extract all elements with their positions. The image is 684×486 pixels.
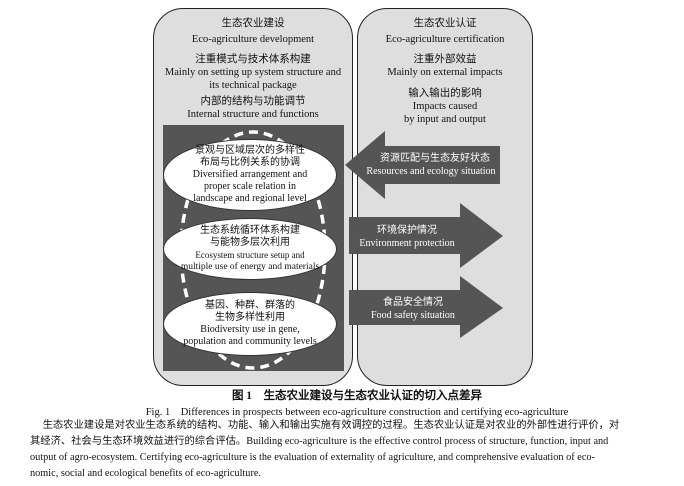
ellipse-text: population and community levels: [183, 336, 317, 347]
arrow-food-safety: [349, 276, 503, 338]
development-focus-en-2: its technical package: [209, 80, 297, 91]
caption-cn: 图 1 生态农业建设与生态农业认证的切入点差异: [231, 390, 483, 402]
ellipse-text: 与能物多层次利用: [210, 237, 290, 248]
ellipse-text: Ecosystem structure setup and: [195, 250, 305, 260]
ellipse-text: multiple use of energy and materials: [180, 262, 320, 272]
certification-focus-en: Mainly on external impacts: [387, 67, 503, 78]
body-line: output of agro-ecosystem. Certifying eco…: [30, 452, 595, 463]
arrow-label-cn: 环境保护情况: [377, 225, 437, 236]
certification-scope-cn: 输入输出的影响: [408, 88, 482, 99]
development-title-cn: 生态农业建设: [221, 18, 285, 29]
ellipse-text: 基因、种群、群落的: [205, 300, 295, 311]
development-scope-cn: 内部的结构与功能调节: [200, 96, 306, 107]
development-focus-en-1: Mainly on setting up system structure an…: [164, 67, 342, 78]
arrow-environment-label: 环境保护情况 Environment protection: [352, 224, 462, 250]
ellipse-ecosystem: 生态系统循环体系构建 与能物多层次利用 Ecosystem structure …: [163, 218, 337, 280]
ellipse-text: 布局与比例关系的协调: [200, 157, 300, 168]
development-title-en: Eco-agriculture development: [191, 34, 315, 45]
certification-title-en: Eco-agriculture certification: [385, 34, 505, 45]
ellipse-text: landscape and regional level: [193, 193, 307, 204]
body-line: nomic, social and ecological benefits of…: [30, 468, 262, 479]
arrow-resources: [345, 131, 500, 199]
ellipse-text: 生态系统循环体系构建: [200, 225, 300, 236]
ellipse-text: 景观与区域层次的多样性: [195, 145, 305, 156]
arrow-resources-label: 资源匹配与生态友好状态 Resources and ecology situat…: [366, 152, 500, 178]
ellipse-landscape: 景观与区域层次的多样性 布局与比例关系的协调 Diversified arran…: [163, 139, 337, 211]
ellipse-text: proper scale relation in: [204, 181, 296, 192]
certification-focus-cn: 注重外部效益: [413, 54, 477, 65]
certification-title-cn: 生态农业认证: [413, 18, 477, 29]
body-line: 生态农业建设是对农业生态系统的结构、功能、输入和输出实施有效调控的过程。生态农业…: [22, 420, 620, 431]
caption-en: Fig. 1 Differences in prospects between …: [145, 407, 569, 418]
ellipse-biodiversity: 基因、种群、群落的 生物多样性利用 Biodiversity use in ge…: [163, 292, 337, 356]
ellipse-text: Diversified arrangement and: [192, 169, 308, 180]
development-focus-cn: 注重模式与技术体系构建: [195, 54, 311, 65]
arrow-label-en: Food safety situation: [371, 310, 455, 321]
arrow-environment: [349, 203, 503, 268]
development-scope-en: Internal structure and functions: [187, 109, 319, 120]
ellipse-text: Biodiversity use in gene,: [200, 324, 300, 335]
body-line: 其经济、社会与生态环境效益进行的综合评估。Building eco-agricu…: [30, 436, 609, 447]
arrow-label-en: Resources and ecology situation: [366, 166, 496, 177]
arrow-food-safety-label: 食品安全情况 Food safety situation: [358, 296, 468, 322]
certification-scope-en-1: Impacts caused: [412, 101, 478, 112]
arrow-label-en: Environment protection: [359, 238, 455, 249]
ellipse-text: 生物多样性利用: [215, 312, 285, 323]
arrow-label-cn: 资源匹配与生态友好状态: [380, 153, 490, 164]
certification-scope-en-2: by input and output: [404, 114, 486, 125]
arrow-label-cn: 食品安全情况: [383, 297, 443, 308]
